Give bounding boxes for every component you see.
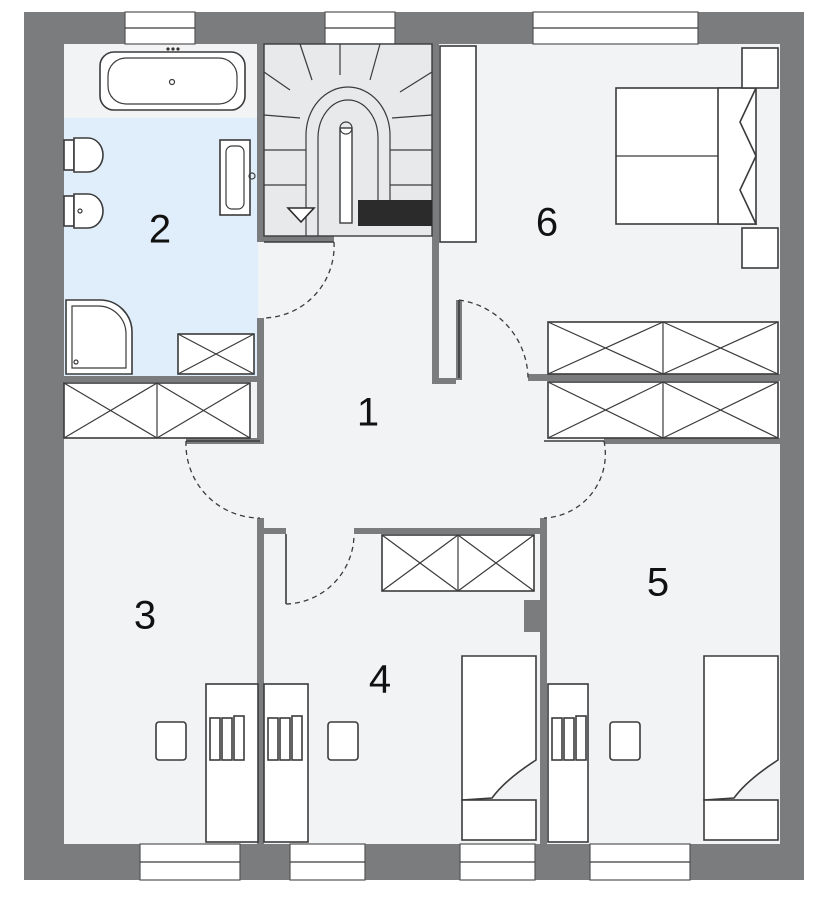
door-bathroom [263, 241, 335, 319]
chair-room-5 [609, 721, 641, 761]
room-label-2: 2 [149, 208, 171, 252]
wardrobe-room-3 [63, 382, 251, 439]
room-label-1: 1 [357, 391, 379, 435]
desk-room-3 [205, 683, 259, 843]
wardrobe-room-5 [547, 381, 779, 439]
windows [124, 11, 699, 881]
chair-room-3 [155, 721, 187, 761]
door-room-3 [185, 440, 261, 519]
double-bed [615, 47, 779, 269]
sink [219, 139, 256, 216]
chair-room-4 [327, 721, 359, 761]
doors [185, 241, 606, 605]
door-room-6 [458, 299, 529, 379]
wardrobe-tall-room-6 [439, 45, 477, 243]
room-label-4: 4 [369, 658, 391, 702]
wardrobe-room-4 [381, 534, 535, 592]
shower [65, 299, 133, 375]
room-label-3: 3 [134, 594, 156, 638]
window-top-left [124, 11, 196, 45]
desk-room-5 [547, 683, 589, 843]
door-room-5 [543, 440, 606, 519]
desk-room-4 [263, 683, 309, 843]
toilet [63, 137, 104, 173]
window-bottom-1 [139, 843, 241, 881]
bidet [63, 193, 104, 229]
door-room-4 [285, 533, 355, 605]
wardrobe-room-6-upper [547, 321, 779, 375]
bathtub [99, 47, 246, 111]
bathroom-cabinet [177, 333, 255, 375]
window-top-right [532, 11, 699, 45]
interior-walls [64, 44, 780, 844]
staircase [263, 43, 433, 237]
window-bottom-4 [589, 843, 691, 881]
single-bed-room-4 [461, 655, 537, 841]
single-bed-room-5 [703, 655, 779, 841]
room-label-6: 6 [536, 201, 558, 245]
window-top-stair [324, 11, 396, 45]
window-bottom-2 [289, 843, 366, 881]
room-label-5: 5 [647, 561, 669, 605]
window-bottom-3 [459, 843, 536, 881]
